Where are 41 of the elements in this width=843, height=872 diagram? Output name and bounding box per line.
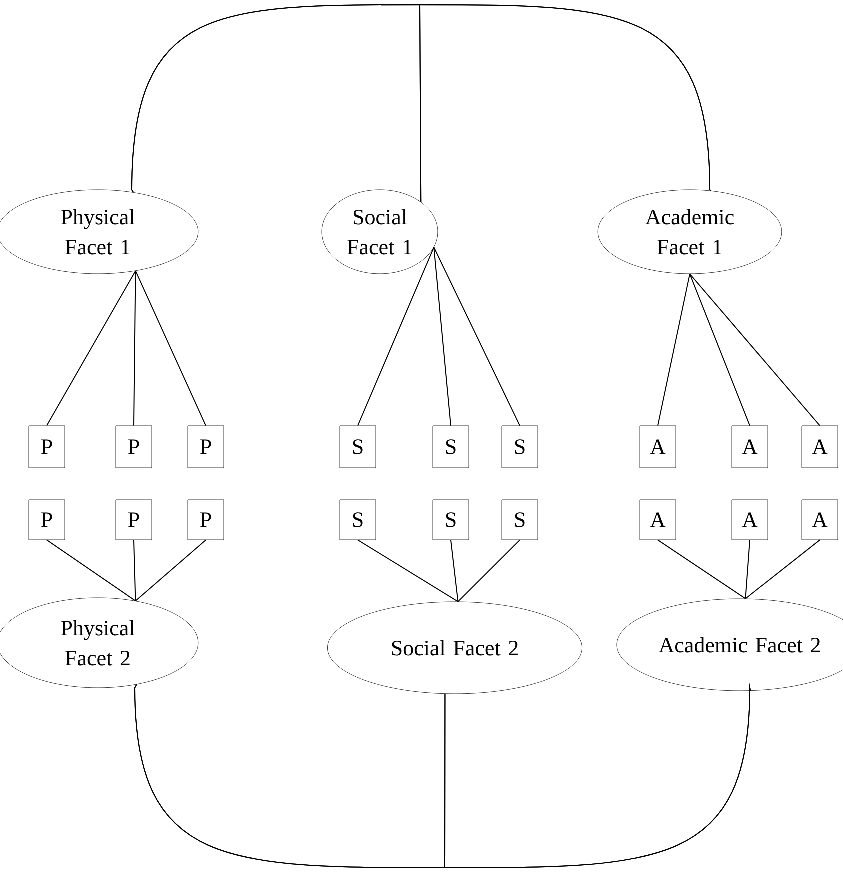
- ellipse-node: Academic Facet 1: [598, 190, 782, 274]
- item-box: S: [432, 500, 470, 540]
- item-box: A: [802, 500, 838, 540]
- item-box: A: [640, 426, 676, 468]
- connector-line: [658, 540, 746, 600]
- item-box: P: [188, 426, 224, 468]
- item-box: A: [640, 500, 676, 540]
- ellipse-node: Social Facet 2: [328, 602, 582, 694]
- item-box: S: [502, 500, 538, 540]
- connector-line: [745, 540, 750, 600]
- ellipse-node: Social Facet 1: [322, 190, 438, 274]
- connector-line: [358, 540, 459, 602]
- connector-line: [134, 270, 136, 426]
- connector-line: [135, 270, 206, 426]
- item-box: P: [116, 500, 152, 540]
- connector-line: [450, 540, 459, 602]
- connector-line: [46, 540, 136, 602]
- item-box: S: [340, 426, 376, 468]
- item-box: S: [502, 426, 538, 468]
- item-box: S: [340, 500, 376, 540]
- connector-line: [745, 540, 820, 600]
- connector-line: [690, 274, 750, 426]
- item-box: P: [28, 426, 66, 468]
- item-box: A: [732, 500, 768, 540]
- item-box: S: [432, 426, 470, 468]
- item-box: P: [188, 500, 224, 540]
- connector-line: [134, 684, 752, 868]
- item-box: P: [28, 500, 66, 540]
- connector-line: [132, 4, 712, 194]
- connector-line: [46, 270, 136, 426]
- item-box: A: [802, 426, 838, 468]
- connector-line: [434, 247, 520, 426]
- item-box: A: [732, 426, 768, 468]
- connector-line: [458, 540, 520, 602]
- connector-line: [434, 247, 452, 426]
- connector-line: [690, 274, 820, 426]
- connector-line: [134, 540, 136, 602]
- connector-line: [658, 274, 690, 426]
- connector-line: [135, 540, 206, 602]
- connector-line: [358, 247, 435, 426]
- item-box: P: [116, 426, 152, 468]
